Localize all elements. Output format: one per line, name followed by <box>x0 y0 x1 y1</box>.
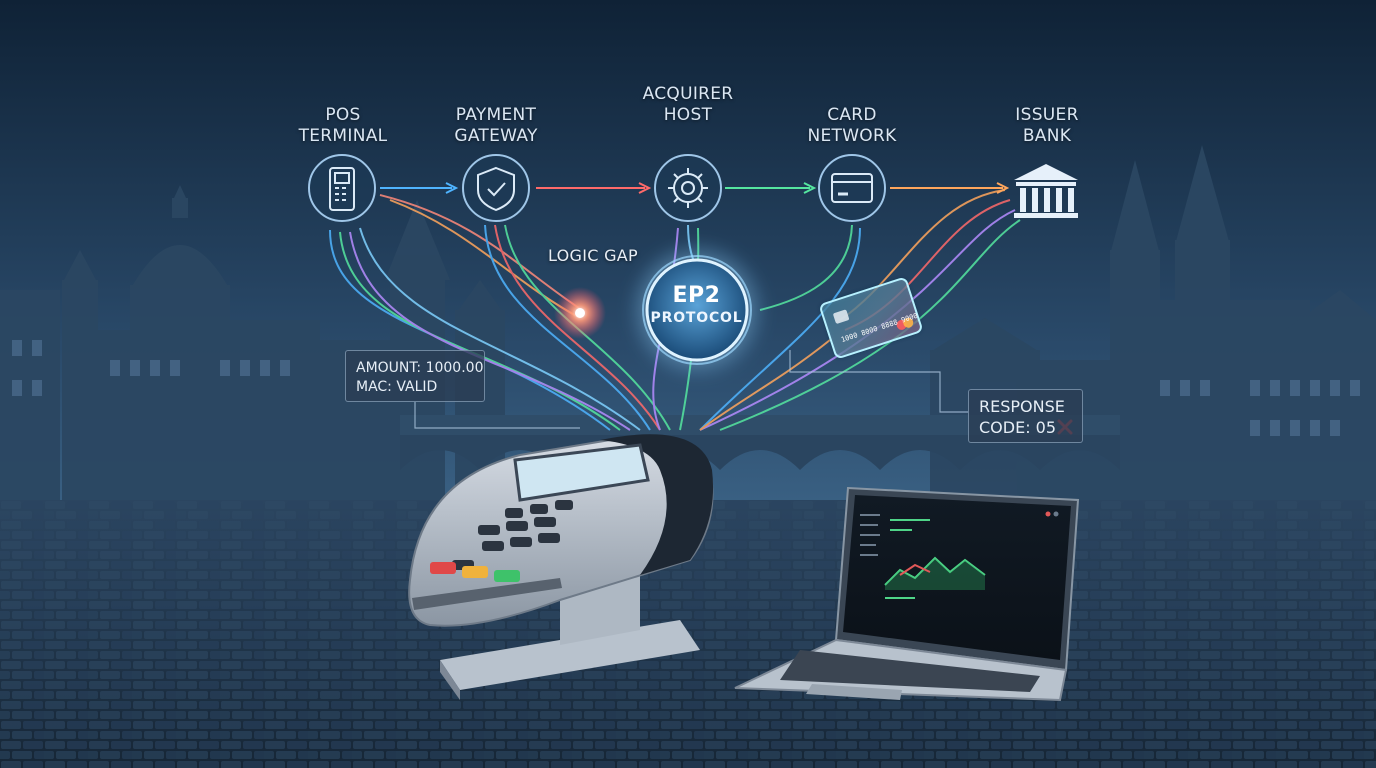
node-label-issuer: ISSUER BANK <box>987 105 1107 147</box>
stone-bridge <box>400 415 1120 470</box>
pos-terminal-device <box>408 434 714 700</box>
node-label-network: CARD NETWORK <box>792 105 912 147</box>
node-acquirer-circle <box>654 154 722 222</box>
pos-terminal-icon <box>329 167 355 211</box>
node-label-network-line1: CARD <box>827 105 877 125</box>
node-label-gateway-line2: GATEWAY <box>454 126 538 146</box>
response-code-value: CODE: 05 <box>979 418 1057 437</box>
node-label-pos-line1: POS <box>325 105 361 125</box>
response-code-box: RESPONSE CODE: 05 <box>968 389 1083 443</box>
ep2-hub-subtitle: PROTOCOL <box>650 310 743 326</box>
node-label-gateway: PAYMENT GATEWAY <box>436 105 556 147</box>
amount-value: AMOUNT: 1000.00 <box>356 360 484 376</box>
callout-connectors <box>414 350 968 429</box>
node-gateway-circle <box>462 154 530 222</box>
node-label-issuer-line1: ISSUER <box>1015 105 1079 125</box>
ep2-hub <box>625 238 769 382</box>
holographic-card <box>820 278 922 358</box>
node-label-network-line2: NETWORK <box>807 126 897 146</box>
node-label-pos: POS TERMINAL <box>283 105 403 147</box>
node-network-circle <box>818 154 886 222</box>
node-label-pos-line2: TERMINAL <box>298 126 388 146</box>
mac-status: MAC: VALID <box>356 379 438 395</box>
node-label-gateway-line1: PAYMENT <box>455 105 537 125</box>
node-label-issuer-line2: BANK <box>1022 126 1072 146</box>
gear-icon <box>668 168 708 208</box>
node-label-acquirer: ACQUIRER HOST <box>628 84 748 126</box>
building-windows <box>12 340 1360 436</box>
node-label-acquirer-line1: ACQUIRER <box>642 84 734 104</box>
credit-card-icon <box>831 173 873 203</box>
logic-gap-label: LOGIC GAP <box>548 246 639 265</box>
laptop-device <box>734 486 1080 702</box>
ep2-hub-label: EP2 PROTOCOL <box>645 283 748 327</box>
node-label-acquirer-line2: HOST <box>663 105 713 125</box>
node-arrows <box>380 182 1010 194</box>
bank-icon <box>1014 164 1078 218</box>
amount-info-box: AMOUNT: 1000.00 MAC: VALID <box>345 350 485 402</box>
shield-check-icon <box>477 166 515 212</box>
logic-gap-spark <box>554 287 606 339</box>
ep2-hub-title: EP2 <box>672 283 721 308</box>
response-label: RESPONSE <box>979 397 1065 416</box>
